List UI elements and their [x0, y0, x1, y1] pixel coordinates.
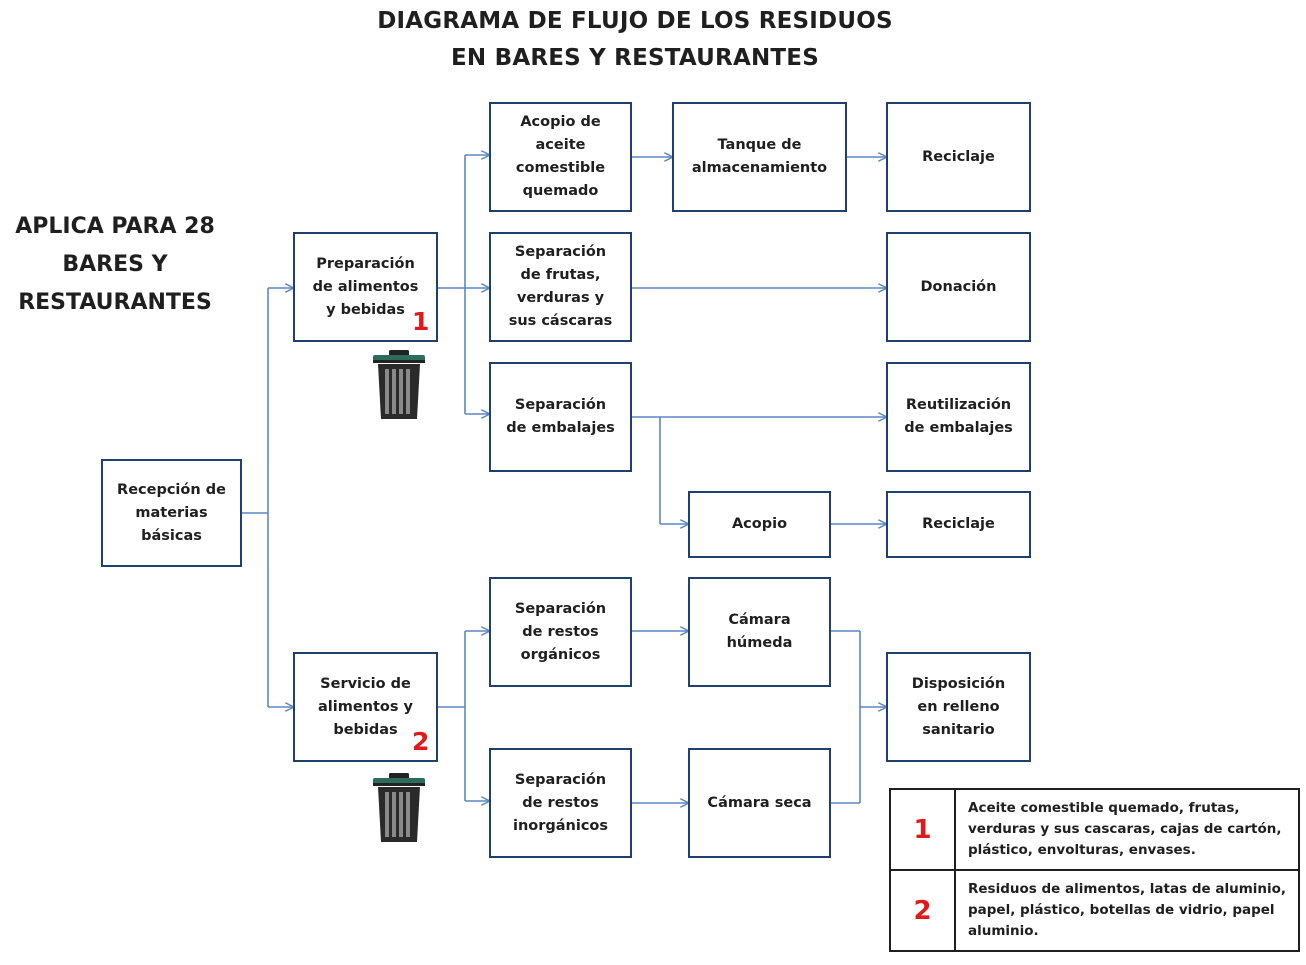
node-reutilizacion: Reutilización de embalajes	[886, 362, 1031, 472]
legend-number-2: 2	[889, 869, 956, 952]
node-separacion-embalajes: Separación de embalajes	[489, 362, 632, 472]
legend-row-1: 1 Aceite comestible quemado, frutas, ver…	[889, 788, 1300, 871]
node-disposicion: Disposición en relleno sanitario	[886, 652, 1031, 762]
legend-table: 1 Aceite comestible quemado, frutas, ver…	[889, 788, 1300, 952]
diagram-title-line-2: EN BARES Y RESTAURANTES	[451, 45, 819, 71]
scope-note-line-1: APLICA PARA 28	[15, 214, 215, 239]
node-reciclaje-1: Reciclaje	[886, 102, 1031, 212]
legend-text-1: Aceite comestible quemado, frutas, verdu…	[954, 788, 1300, 871]
node-camara-humeda: Cámara húmeda	[688, 577, 831, 687]
node-acopio: Acopio	[688, 491, 831, 558]
trash-can-icon	[373, 350, 425, 419]
node-preparacion: Preparación de alimentos y bebidas	[293, 232, 438, 342]
node-tanque: Tanque de almacenamiento	[672, 102, 847, 212]
scope-note-line-2: BARES Y	[62, 252, 168, 277]
trash-can-icon	[373, 773, 425, 842]
marker-2: 2	[412, 727, 430, 756]
node-donacion: Donación	[886, 232, 1031, 342]
node-servicio: Servicio de alimentos y bebidas	[293, 652, 438, 762]
legend-number-1: 1	[889, 788, 956, 871]
node-recepcion: Recepción de materias básicas	[101, 459, 242, 567]
node-camara-seca: Cámara seca	[688, 748, 831, 858]
node-separacion-inorganicos: Separación de restos inorgánicos	[489, 748, 632, 858]
marker-1: 1	[412, 307, 430, 336]
scope-note-line-3: RESTAURANTES	[18, 290, 212, 315]
legend-row-2: 2 Residuos de alimentos, latas de alumin…	[889, 869, 1300, 952]
node-reciclaje-2: Reciclaje	[886, 491, 1031, 558]
node-separacion-organicos: Separación de restos orgánicos	[489, 577, 632, 687]
node-acopio-aceite: Acopio de aceite comestible quemado	[489, 102, 632, 212]
diagram-title-line-1: DIAGRAMA DE FLUJO DE LOS RESIDUOS	[377, 8, 893, 34]
legend-text-2: Residuos de alimentos, latas de aluminio…	[954, 869, 1300, 952]
node-separacion-frutas: Separación de frutas, verduras y sus cás…	[489, 232, 632, 342]
